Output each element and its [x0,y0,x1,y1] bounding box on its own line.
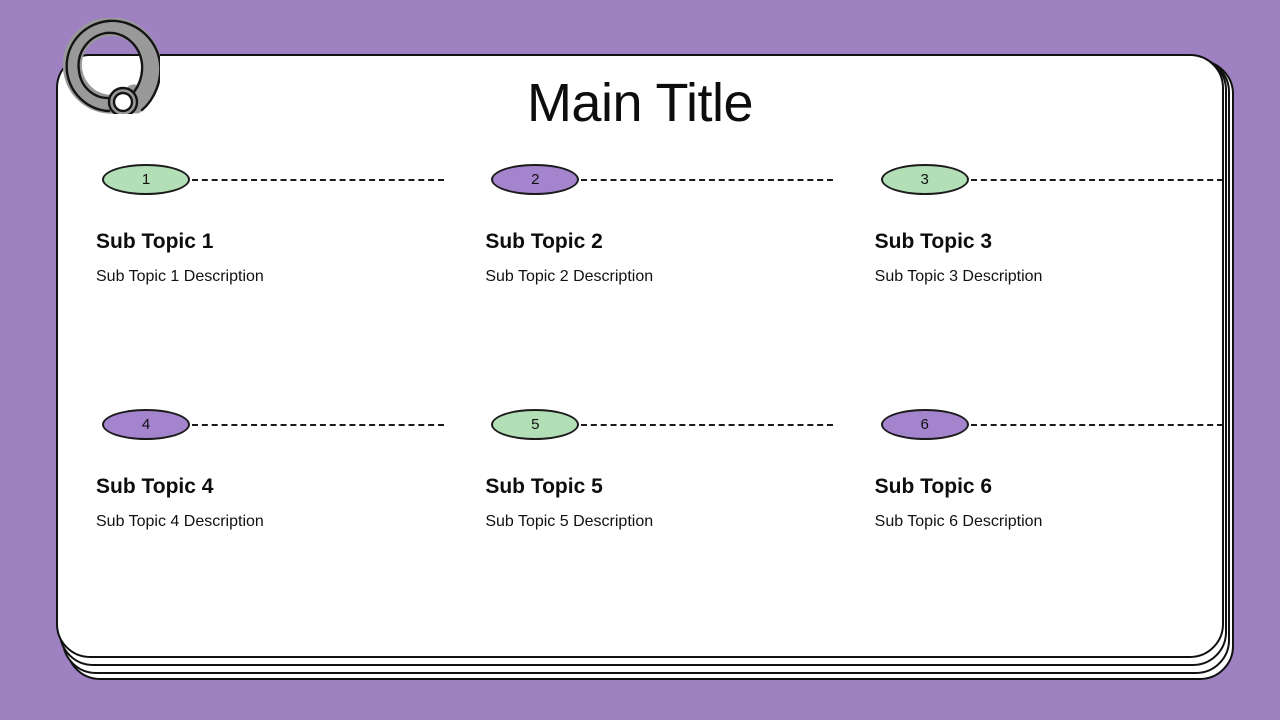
topics-grid: 1 Sub Topic 1 Sub Topic 1 Description 2 [56,158,1224,648]
badge-number-4: 4 [141,416,151,433]
card-layer-front [56,54,1224,658]
topic-cell-2[interactable]: 2 Sub Topic 2 Sub Topic 2 Description [445,158,834,403]
badge-number-5: 5 [531,416,540,433]
badge-number-1: 1 [141,171,151,188]
topic-description-4: Sub Topic 4 Description [96,513,264,530]
topic-cell-3[interactable]: 3 Sub Topic 3 Sub Topic 3 Description [835,158,1224,403]
topic-cell-5[interactable]: 5 Sub Topic 5 Sub Topic 5 Description [445,403,834,648]
topic-badge-1[interactable]: 1 [102,164,190,195]
topic-title-5: Sub Topic 5 [485,475,603,498]
topic-badge-5[interactable]: 5 [491,409,580,440]
badge-ellipse-1: 1 [102,164,190,195]
badge-number-6: 6 [920,416,929,433]
topic-title-3: Sub Topic 3 [874,230,993,253]
topic-description-2: Sub Topic 2 Description [485,268,654,285]
topic-cell-6[interactable]: 6 Sub Topic 6 Sub Topic 6 Description [835,403,1224,648]
dashed-connector-6 [970,424,1223,426]
topic-marker-row-4: 4 [102,403,445,447]
topic-marker-row-1: 1 [102,158,445,202]
topic-description-6: Sub Topic 6 Description [874,513,1043,530]
badge-number-3: 3 [920,171,929,188]
topic-marker-row-3: 3 [880,158,1224,202]
topic-badge-4[interactable]: 4 [102,409,190,440]
slide-content: Main Title 1 Sub Topic 1 Sub Topic 1 Des… [56,54,1224,658]
badge-ellipse-2: 2 [491,164,580,195]
badge-number-2: 2 [531,171,540,188]
dashed-connector-3 [970,179,1223,181]
badge-ellipse-6: 6 [880,409,969,440]
topic-title-6: Sub Topic 6 [874,475,993,498]
topic-badge-6[interactable]: 6 [880,409,969,440]
topic-description-1: Sub Topic 1 Description [96,268,264,285]
badge-ellipse-4: 4 [102,409,190,440]
topic-description-5: Sub Topic 5 Description [485,513,654,530]
topic-description-3: Sub Topic 3 Description [874,268,1043,285]
topic-marker-row-2: 2 [491,158,834,202]
dashed-connector-2 [581,179,834,181]
topic-marker-row-5: 5 [491,403,834,447]
topic-badge-3[interactable]: 3 [880,164,969,195]
topic-title-4: Sub Topic 4 [96,475,214,498]
topic-badge-2[interactable]: 2 [491,164,580,195]
topic-title-2: Sub Topic 2 [485,230,603,253]
topic-title-1: Sub Topic 1 [96,230,214,253]
dashed-connector-1 [192,179,444,181]
dashed-connector-5 [581,424,834,426]
topic-marker-row-6: 6 [880,403,1224,447]
topic-cell-1[interactable]: 1 Sub Topic 1 Sub Topic 1 Description [56,158,445,403]
page-title: Main Title [526,73,754,133]
dashed-connector-4 [192,424,444,426]
badge-ellipse-5: 5 [491,409,580,440]
badge-ellipse-3: 3 [880,164,969,195]
topic-cell-4[interactable]: 4 Sub Topic 4 Sub Topic 4 Description [56,403,445,648]
